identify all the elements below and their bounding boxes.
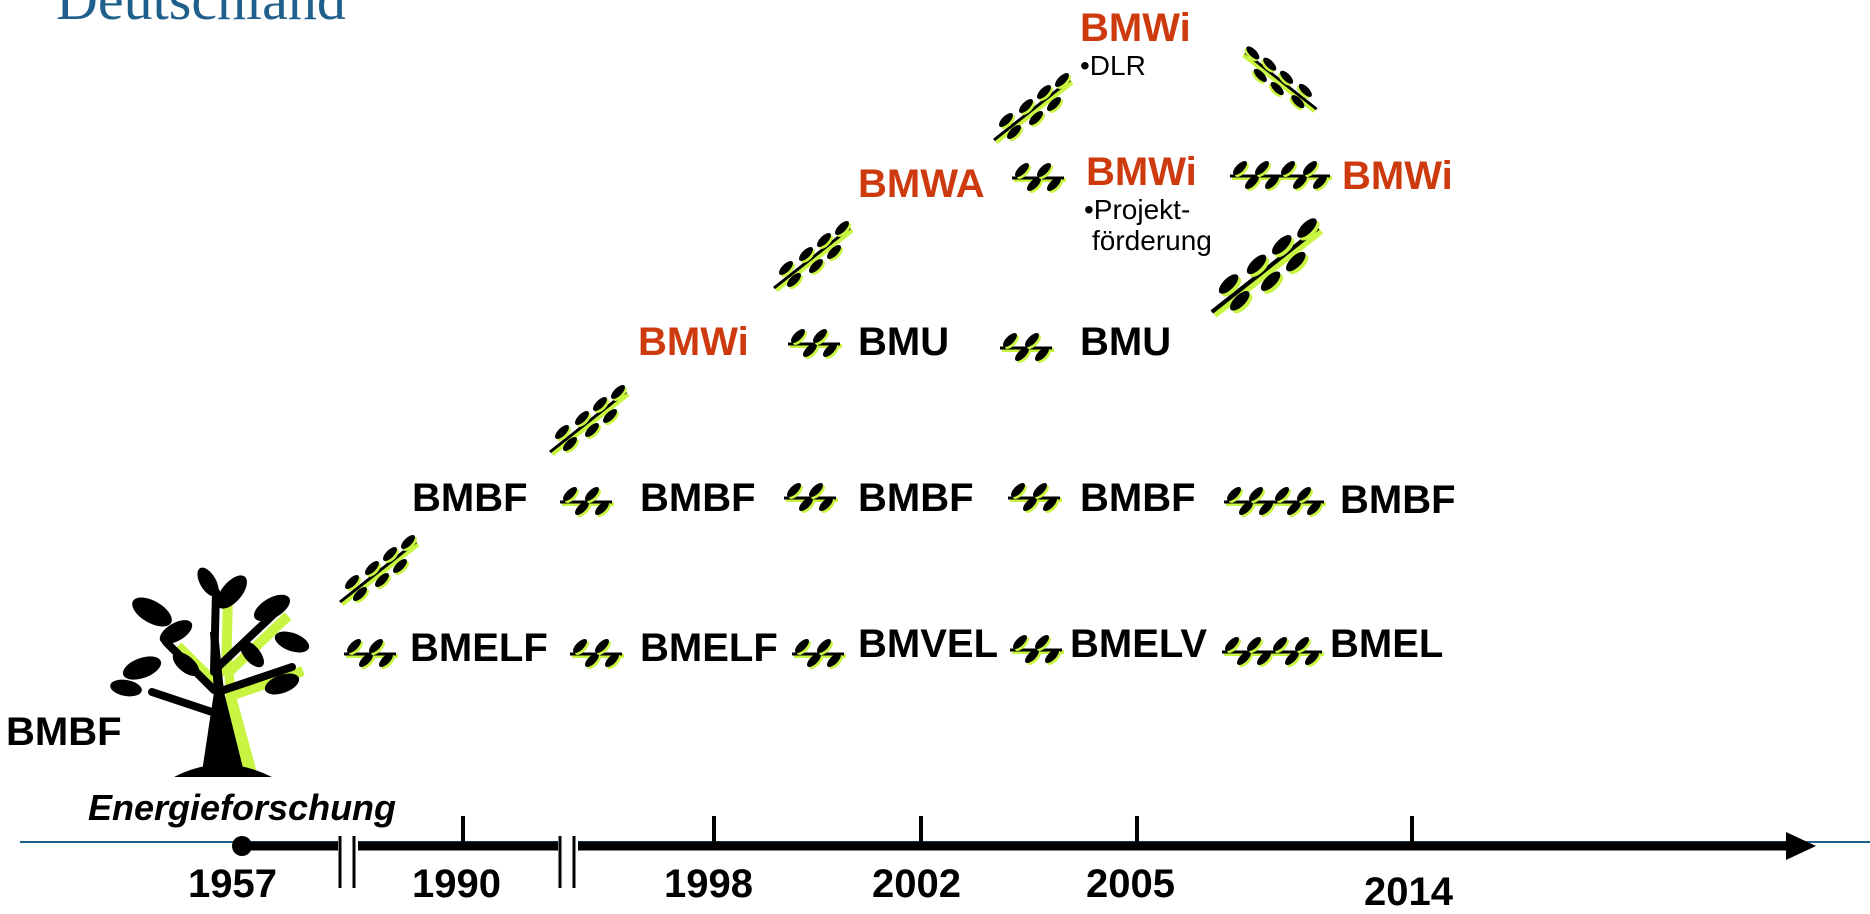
branch-icon [780,476,840,512]
ministry-label: BMBF [640,476,756,520]
branch-icon [1218,630,1326,666]
note-projekt: •Projekt- [1084,194,1191,225]
year-label: 2014 [1364,870,1453,914]
branch-icon [340,632,400,668]
timeline-break-1 [338,836,358,888]
arrow-head-icon [1786,832,1816,860]
branch-icon [540,382,636,462]
note-dlr: •DLR [1080,50,1146,81]
ministry-label: BMBF [858,476,974,520]
branch-icon [764,218,860,298]
tree-icon [110,567,310,777]
ministry-label: BMVEL [858,622,998,666]
branch-icon [996,326,1056,362]
year-label: 1998 [664,862,753,906]
ministry-label: BMBF [1080,476,1196,520]
branch-icon [1236,38,1326,124]
page-title: Deutschland [56,0,346,33]
branch-icon [784,322,844,358]
ministry-label: BMBF [1340,478,1456,522]
note-projekt: förderung [1092,225,1212,256]
year-label: 1957 [188,862,277,906]
ministry-label: BMELF [640,626,778,670]
ministry-label-highlight: BMWi [1086,150,1197,194]
year-label: 2002 [872,862,961,906]
year-label: 2005 [1086,862,1175,906]
branch-icon [566,632,626,668]
origin-ministry: BMBF [6,710,122,754]
branch-icon [556,480,616,516]
ministry-label-highlight: BMWi [1080,6,1191,50]
ministry-label: BMBF [412,476,528,520]
branch-icon [1008,156,1068,192]
branch-icon [1004,476,1064,512]
branch-icon [1226,154,1334,190]
timeline-break-2 [558,836,578,888]
ministry-label: BMELV [1070,622,1208,666]
ministry-label: BMEL [1330,622,1444,666]
origin-topic: Energieforschung [88,787,397,828]
year-label: 1990 [412,862,501,906]
ministry-label-highlight: BMWi [638,320,749,364]
origin-dot [232,836,252,856]
branch-icon [330,532,426,612]
branch-icon [1220,480,1328,516]
branch-icon [1190,214,1340,326]
ministry-label-highlight: BMWA [858,162,985,206]
branch-icon [984,70,1080,150]
branch-icon [788,632,848,668]
ministry-label-highlight: BMWi [1342,154,1453,198]
ministry-label: BMU [858,320,950,364]
ministry-label: BMU [1080,320,1172,364]
ministry-label: BMELF [410,626,548,670]
branch-icon [1006,628,1066,664]
